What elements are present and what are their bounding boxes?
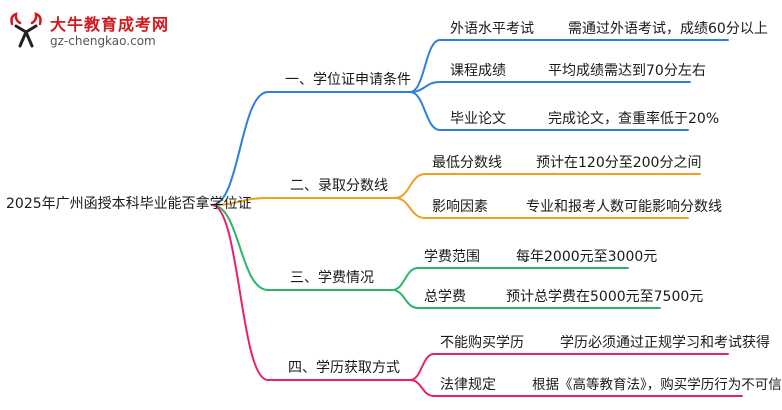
connector-b1-c2 bbox=[409, 81, 691, 93]
branch-3-label: 三、学费情况 bbox=[290, 270, 374, 286]
connector-branch-3 bbox=[211, 204, 393, 291]
b3-c2-key: 总学费 bbox=[424, 289, 466, 305]
connector-b2-c1 bbox=[394, 173, 701, 199]
b1-c1-key: 外语水平考试 bbox=[450, 21, 534, 37]
b4-c2-key: 法律规定 bbox=[440, 377, 496, 393]
b2-c1-key: 最低分数线 bbox=[432, 155, 502, 171]
b1-c3-value: 完成论文，查重率低于20% bbox=[548, 111, 720, 127]
b3-c2-value: 预计总学费在5000元至7500元 bbox=[506, 289, 704, 305]
b1-c2-key: 课程成绩 bbox=[450, 63, 506, 79]
b1-c1-value: 需通过外语考试，成绩60分以上 bbox=[568, 21, 768, 37]
brand-url: gz-chengkao.com bbox=[50, 34, 156, 48]
b4-c2-value: 根据《高等教育法》，购买学历行为不可信 bbox=[532, 377, 782, 393]
connector-branch-1 bbox=[211, 91, 411, 206]
connector-branch-4 bbox=[211, 204, 411, 381]
b2-c2-value: 专业和报考人数可能影响分数线 bbox=[526, 199, 722, 215]
b4-c1-key: 不能购买学历 bbox=[440, 335, 524, 351]
b3-c1-key: 学费范围 bbox=[424, 249, 480, 265]
branch-2-label: 二、录取分数线 bbox=[290, 178, 388, 194]
b2-c1-value: 预计在120分至200分之间 bbox=[536, 155, 702, 171]
bull-logo-icon bbox=[10, 12, 42, 48]
b3-c1-value: 每年2000元至3000元 bbox=[516, 249, 658, 265]
branch-4-label: 四、学历获取方式 bbox=[288, 360, 400, 376]
b1-c2-value: 平均成绩需达到70分左右 bbox=[548, 63, 706, 79]
b4-c1-value: 学历必须通过正规学习和考试获得 bbox=[560, 335, 770, 351]
connector-b4-c2 bbox=[409, 379, 743, 397]
connector-b3-c1 bbox=[391, 267, 629, 291]
connector-b2-c2 bbox=[394, 197, 689, 219]
connector-b3-c2 bbox=[391, 289, 661, 309]
b1-c3-key: 毕业论文 bbox=[450, 111, 506, 127]
brand-name: 大牛教育成考网 bbox=[50, 15, 170, 34]
branch-1-label: 一、学位证申请条件 bbox=[285, 72, 411, 88]
connector-b1-c1 bbox=[409, 39, 729, 93]
connector-branch-2 bbox=[211, 197, 396, 206]
connector-b1-c3 bbox=[409, 91, 689, 131]
root-topic: 2025年广州函授本科毕业能否拿学位证 bbox=[6, 196, 252, 212]
b2-c2-key: 影响因素 bbox=[432, 199, 488, 215]
site-logo: 大牛教育成考网 gz-chengkao.com bbox=[6, 8, 196, 54]
connector-b4-c1 bbox=[409, 353, 729, 381]
mind-map-connectors bbox=[211, 39, 743, 397]
